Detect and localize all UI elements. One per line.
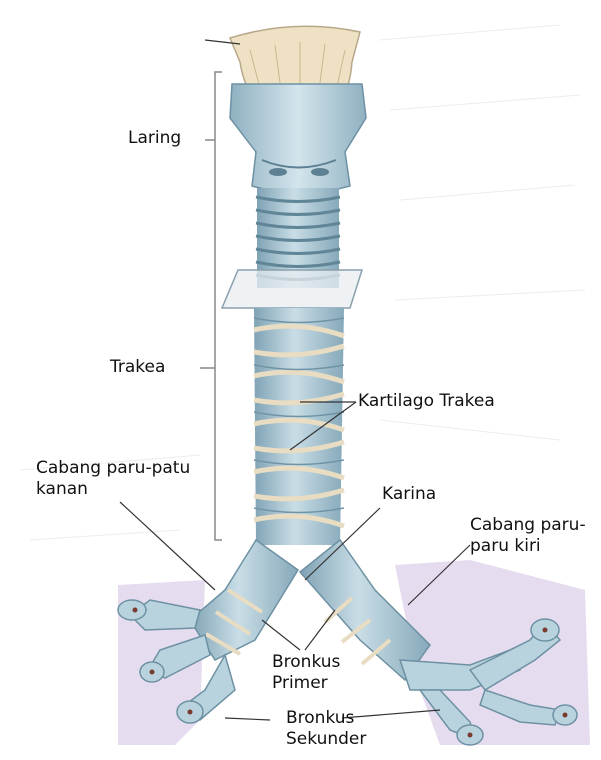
label-bronkus-sekunder: Bronkus Sekunder (286, 708, 366, 750)
label-kartilago-trakea: Kartilago Trakea (358, 391, 495, 412)
label-bronkus-primer: Bronkus Primer (272, 652, 340, 694)
label-cabang-paru-kanan: Cabang paru-patu kanan (36, 458, 190, 500)
label-laring: Laring (128, 128, 181, 149)
label-karina: Karina (382, 484, 436, 505)
section-plane (222, 270, 362, 308)
bracket (200, 72, 222, 540)
label-cabang-paru-kiri: Cabang paru- paru kiri (470, 515, 586, 557)
label-trakea: Trakea (110, 357, 165, 378)
larynx (230, 84, 366, 193)
